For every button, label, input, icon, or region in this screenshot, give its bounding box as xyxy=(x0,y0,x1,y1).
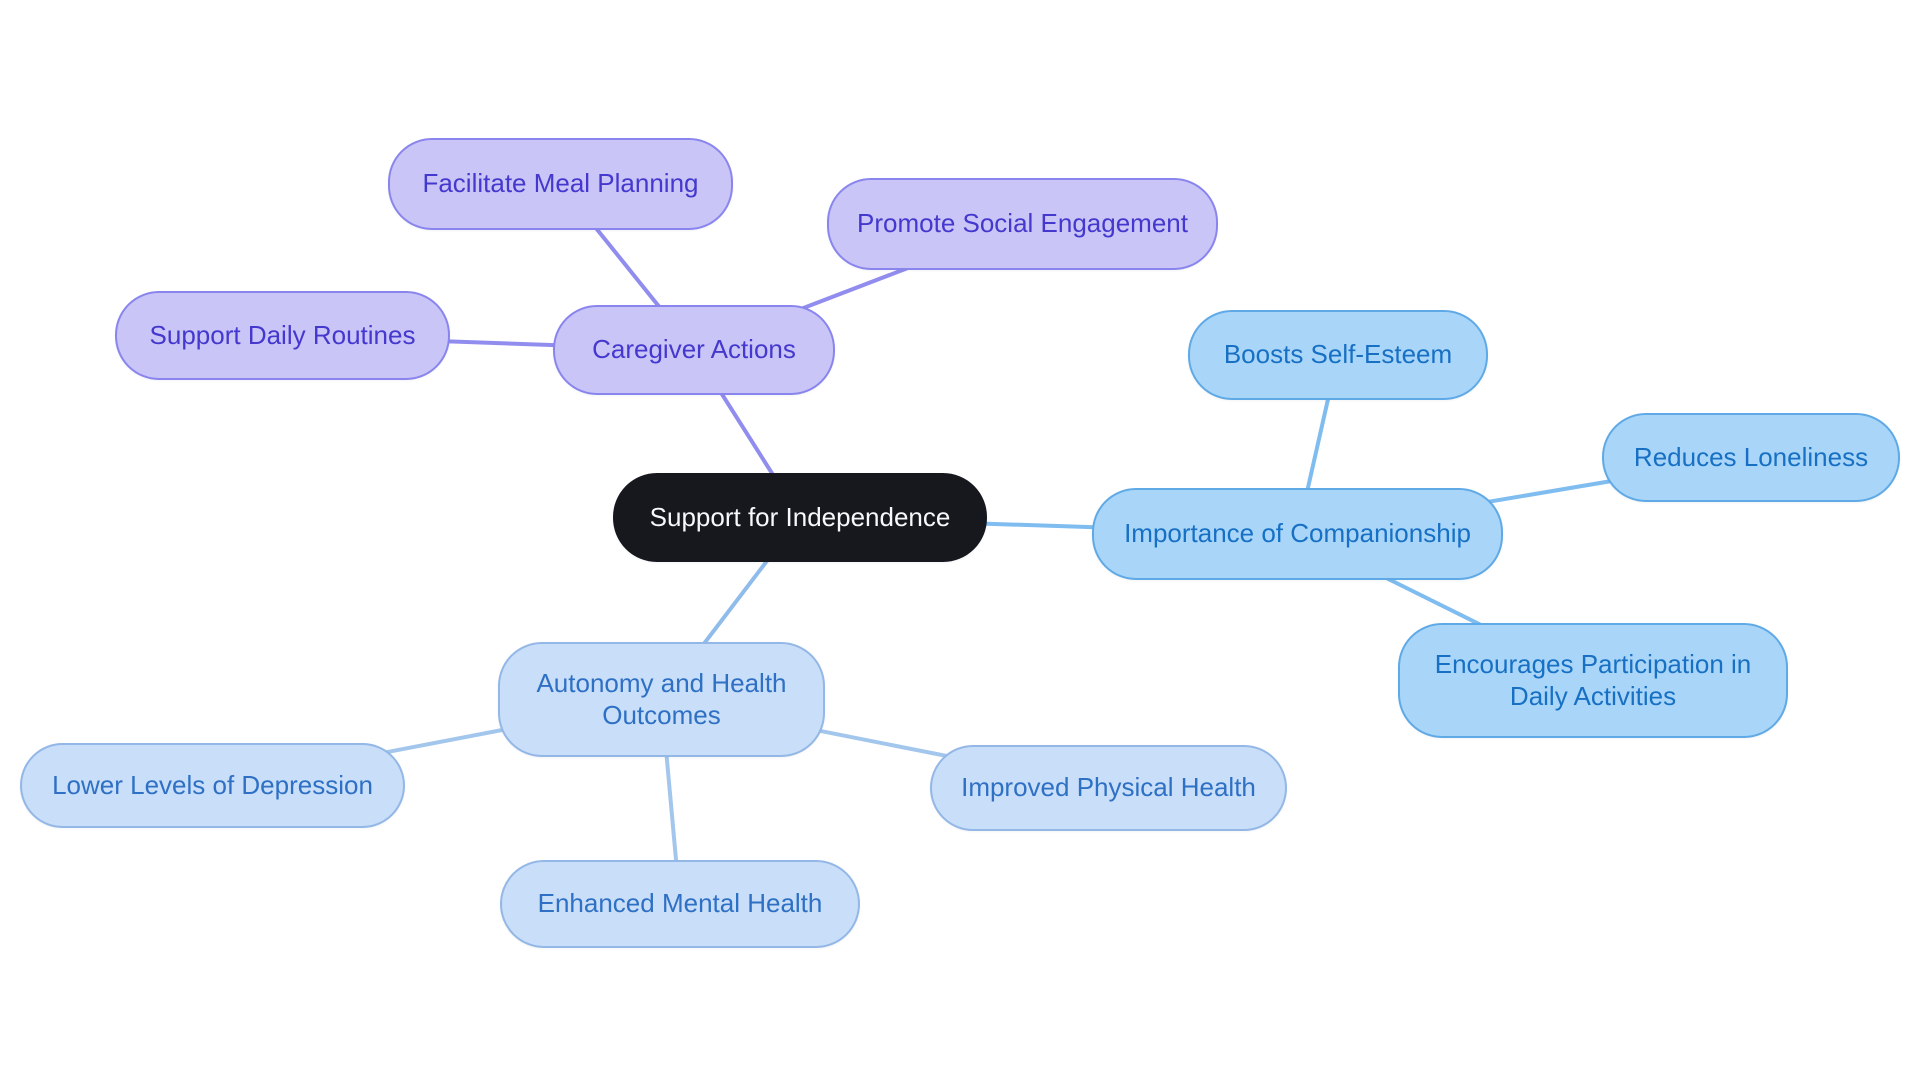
node-label: Support for Independence xyxy=(649,501,951,532)
node-support-daily-routines[interactable]: Support Daily Routines xyxy=(115,291,450,380)
node-autonomy-and-health-outcomes[interactable]: Autonomy and Health Outcomes xyxy=(498,642,825,757)
node-label: Encourages Participation in Daily Activi… xyxy=(1434,648,1752,711)
node-label: Facilitate Meal Planning xyxy=(422,168,699,199)
node-label: Caregiver Actions xyxy=(592,334,796,365)
node-label: Boosts Self-Esteem xyxy=(1223,339,1453,370)
node-label: Autonomy and Health Outcomes xyxy=(536,667,787,730)
node-promote-social-engagement[interactable]: Promote Social Engagement xyxy=(827,178,1218,270)
node-label: Reduces Loneliness xyxy=(1633,441,1869,472)
node-improved-physical-health[interactable]: Improved Physical Health xyxy=(930,745,1287,831)
node-boosts-self-esteem[interactable]: Boosts Self-Esteem xyxy=(1188,310,1488,400)
node-enhanced-mental-health[interactable]: Enhanced Mental Health xyxy=(500,860,860,948)
node-facilitate-meal-planning[interactable]: Facilitate Meal Planning xyxy=(388,138,733,230)
node-label: Promote Social Engagement xyxy=(857,208,1188,239)
node-caregiver-actions[interactable]: Caregiver Actions xyxy=(553,305,835,395)
node-lower-levels-of-depression[interactable]: Lower Levels of Depression xyxy=(20,743,405,828)
node-label: Enhanced Mental Health xyxy=(537,888,823,919)
node-encourages-participation-daily-activities[interactable]: Encourages Participation in Daily Activi… xyxy=(1398,623,1788,738)
node-label: Lower Levels of Depression xyxy=(52,769,373,800)
node-importance-of-companionship[interactable]: Importance of Companionship xyxy=(1092,488,1503,580)
node-reduces-loneliness[interactable]: Reduces Loneliness xyxy=(1602,413,1900,502)
node-label: Importance of Companionship xyxy=(1124,518,1471,549)
node-label: Improved Physical Health xyxy=(961,772,1256,803)
node-label: Support Daily Routines xyxy=(149,319,416,350)
node-support-for-independence[interactable]: Support for Independence xyxy=(613,473,987,562)
